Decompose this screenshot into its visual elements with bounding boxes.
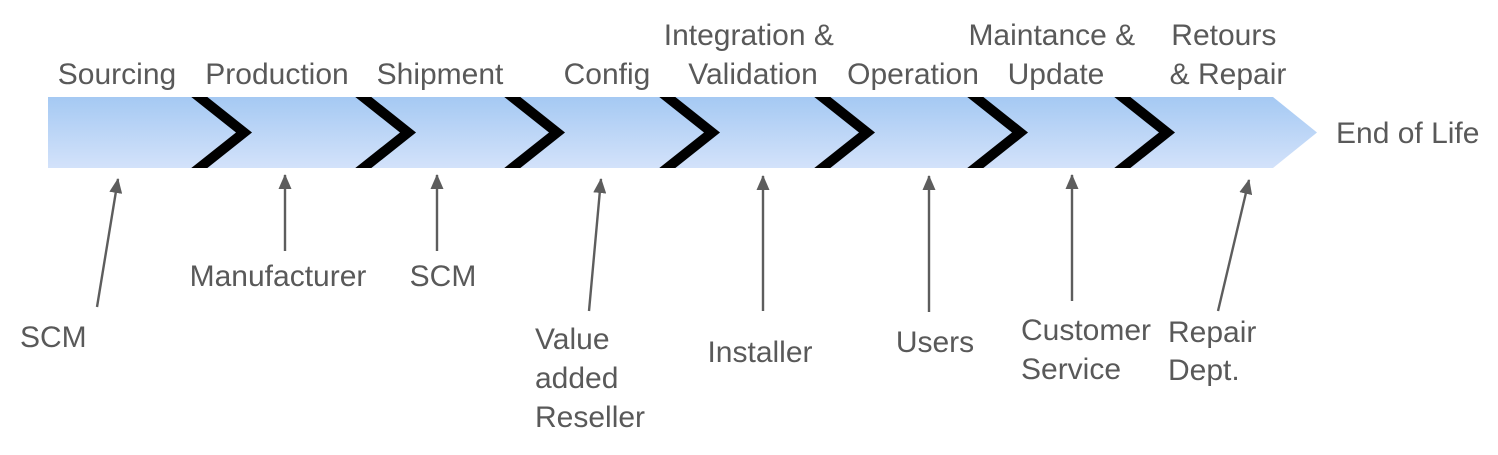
- stage-label-operation: Operation: [847, 58, 979, 91]
- actor-callout-arrows: [95, 174, 1253, 312]
- actor-label-scm-shipment: SCM: [410, 260, 477, 293]
- stage-label-shipment: Shipment: [377, 58, 504, 91]
- chevron-separator-icon: [652, 97, 721, 168]
- stage-label-config: Config: [564, 58, 651, 91]
- chevron-separator-icon: [960, 97, 1029, 168]
- stage-label-production: Production: [205, 58, 348, 91]
- callout-arrow-repair-dept: [1216, 179, 1253, 312]
- actor-label-users: Users: [896, 326, 974, 359]
- actor-label-customer-service: Customer Service: [1021, 314, 1159, 386]
- actor-label-repair-dept: Repair Dept.: [1168, 316, 1265, 387]
- chevron-separator-icon: [807, 97, 876, 168]
- stage-label-retours-repair: Retours & Repair: [1170, 19, 1287, 91]
- stage-label-maintance-update: Maintance & Update: [968, 19, 1143, 91]
- end-of-life-label: End of Life: [1336, 117, 1479, 150]
- chevron-separator-icon: [1107, 97, 1176, 168]
- actor-label-manufacturer: Manufacturer: [190, 260, 367, 293]
- stage-label-sourcing: Sourcing: [58, 58, 176, 91]
- chevron-band: [48, 97, 1317, 168]
- callout-arrow-value-added-reseller: [587, 178, 607, 312]
- actor-label-scm-sourcing: SCM: [20, 321, 87, 354]
- actor-label-value-added-reseller: Value added Reseller: [535, 323, 645, 434]
- actor-label-installer: Installer: [707, 336, 812, 369]
- chevron-separator-icon: [184, 97, 253, 168]
- band-separators: [184, 97, 1176, 168]
- chevron-separator-icon: [497, 97, 566, 168]
- stage-label-integration-validation: Integration & Validation: [664, 19, 842, 91]
- callout-arrow-scm-sourcing: [95, 178, 123, 308]
- chevron-separator-icon: [348, 97, 417, 168]
- actor-labels: SCM Manufacturer SCM Value added Reselle…: [20, 260, 1265, 434]
- stage-labels: Sourcing Production Shipment Config Inte…: [58, 19, 1480, 150]
